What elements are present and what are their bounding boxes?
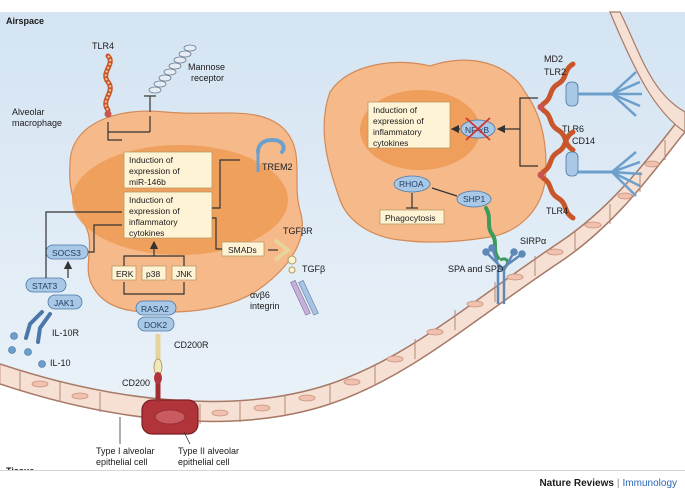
cd200r-label: CD200R [174, 340, 209, 350]
il10-ligand [8, 332, 46, 368]
svg-text:SOCS3: SOCS3 [52, 248, 81, 258]
svg-text:inflammatory: inflammatory [129, 217, 178, 227]
p38-box: p38 [141, 265, 167, 281]
stat3-pill: STAT3 [25, 277, 67, 293]
mannose-receptor [144, 44, 197, 112]
svg-text:cytokines: cytokines [129, 228, 164, 238]
svg-text:RHOA: RHOA [399, 179, 424, 189]
trem2-label: TREM2 [262, 162, 293, 172]
type2-label-1: Type II alveolar [178, 446, 239, 456]
spa-spd-ligand [482, 244, 526, 304]
tgfbr-label: TGFβR [283, 226, 313, 236]
integrin-label-1: αvβ6 [250, 290, 270, 300]
footer-brand-bold: Nature Reviews [539, 478, 614, 489]
mannose-receptor-label-2: receptor [191, 73, 224, 83]
tlr4-left-label: TLR4 [92, 41, 114, 51]
svg-text:STAT3: STAT3 [32, 281, 57, 291]
svg-text:SMADs: SMADs [228, 245, 257, 255]
type1-label-1: Type I alveolar [96, 446, 155, 456]
alveolar-macrophage-label-2: macrophage [12, 118, 62, 128]
il10r-receptor [24, 310, 52, 344]
right-cytokine-box: Induction of expression of inflammatory … [367, 101, 451, 149]
svg-text:JNK: JNK [176, 269, 192, 279]
footer-journal: Immunology [622, 478, 677, 489]
tgfb-label: TGFβ [302, 264, 325, 274]
type2-epithelial-cell [141, 399, 199, 435]
trem2-inhibition [212, 159, 240, 209]
tlr4-mannose-inhibition [107, 116, 151, 141]
mir146b-box: Induction of expression of miR-146b [123, 151, 213, 189]
cd200-label: CD200 [122, 378, 150, 388]
svg-text:DOK2: DOK2 [144, 320, 167, 330]
svg-text:RASA2: RASA2 [141, 304, 169, 314]
tlr4-right-label: TLR4 [546, 206, 568, 216]
svg-text:Induction of: Induction of [129, 155, 174, 165]
erk-box: ERK [111, 265, 137, 281]
tgfbr-receptor [268, 238, 297, 274]
tlr4-cd14-complex [537, 129, 643, 221]
svg-text:cytokines: cytokines [373, 138, 408, 148]
type2-label-2: epithelial cell [178, 457, 230, 467]
dok2-pill: DOK2 [137, 316, 175, 332]
jak1-pill: JAK1 [47, 294, 83, 310]
tlr-to-nfkb-arrow [498, 97, 538, 167]
svg-text:SHP1: SHP1 [463, 194, 485, 204]
rhoa-pill: RHOA [393, 175, 431, 193]
jnk-box: JNK [171, 265, 197, 281]
cd200-ligand [154, 372, 162, 402]
il10-label: IL-10 [50, 358, 71, 368]
svg-text:Induction of: Induction of [373, 105, 418, 115]
svg-text:expression of: expression of [129, 166, 180, 176]
svg-text:expression of: expression of [129, 206, 180, 216]
epithelial-cell-dividers [19, 140, 666, 424]
type1-label-2: epithelial cell [96, 457, 148, 467]
svg-text:miR-146b: miR-146b [129, 177, 166, 187]
footer-brand: Nature Reviews|Immunology [539, 478, 677, 489]
socs3-pill: SOCS3 [45, 244, 89, 260]
type2-pointer [183, 431, 191, 445]
svg-text:Induction of: Induction of [129, 195, 174, 205]
trem2-receptor [256, 137, 286, 172]
epithelial-nuclei [31, 160, 660, 417]
footer: Nature Reviews|Immunology [0, 470, 685, 495]
tlr6-label: TLR6 [562, 124, 584, 134]
svg-text:JAK1: JAK1 [54, 298, 75, 308]
mannose-receptor-label-1: Mannose [188, 62, 225, 72]
nfkb-node: NF-κB [460, 117, 496, 141]
svg-text:Phagocytosis: Phagocytosis [385, 213, 436, 223]
il10r-label: IL-10R [52, 328, 80, 338]
svg-text:expression of: expression of [373, 116, 424, 126]
left-cytokine-box: Induction of expression of inflammatory … [123, 191, 213, 239]
shp1-pill: SHP1 [456, 190, 492, 208]
airspace-label: Airspace [6, 16, 44, 26]
tissue-region [0, 132, 685, 482]
md2-label: MD2 [544, 54, 563, 64]
sirpa-label: SIRPα [520, 236, 546, 246]
svg-text:p38: p38 [146, 269, 160, 279]
footer-separator: | [616, 478, 620, 489]
shp1-rhoa-inhibition [431, 187, 458, 197]
cd14-label: CD14 [572, 136, 595, 146]
tlr4-left-receptor [103, 53, 113, 118]
mapk-arrows [123, 240, 185, 295]
svg-text:ERK: ERK [116, 269, 134, 279]
svg-text:inflammatory: inflammatory [373, 127, 422, 137]
smads-inhibition [212, 217, 222, 250]
spa-spd-label: SPA and SPD [448, 264, 504, 274]
alveolar-macrophage-label-1: Alveolar [12, 107, 45, 117]
integrin-label-2: integrin [250, 301, 280, 311]
tlr2-tlr6-complex [537, 61, 642, 153]
phagocytosis-box: Phagocytosis [379, 209, 445, 225]
stat3-socs3-arrows [45, 211, 122, 278]
tlr2-label: TLR2 [544, 67, 566, 77]
smads-box: SMADs [221, 241, 265, 257]
rasa2-pill: RASA2 [135, 300, 177, 316]
epithelium-top-edge [0, 111, 685, 403]
avb6-integrin [290, 280, 319, 316]
